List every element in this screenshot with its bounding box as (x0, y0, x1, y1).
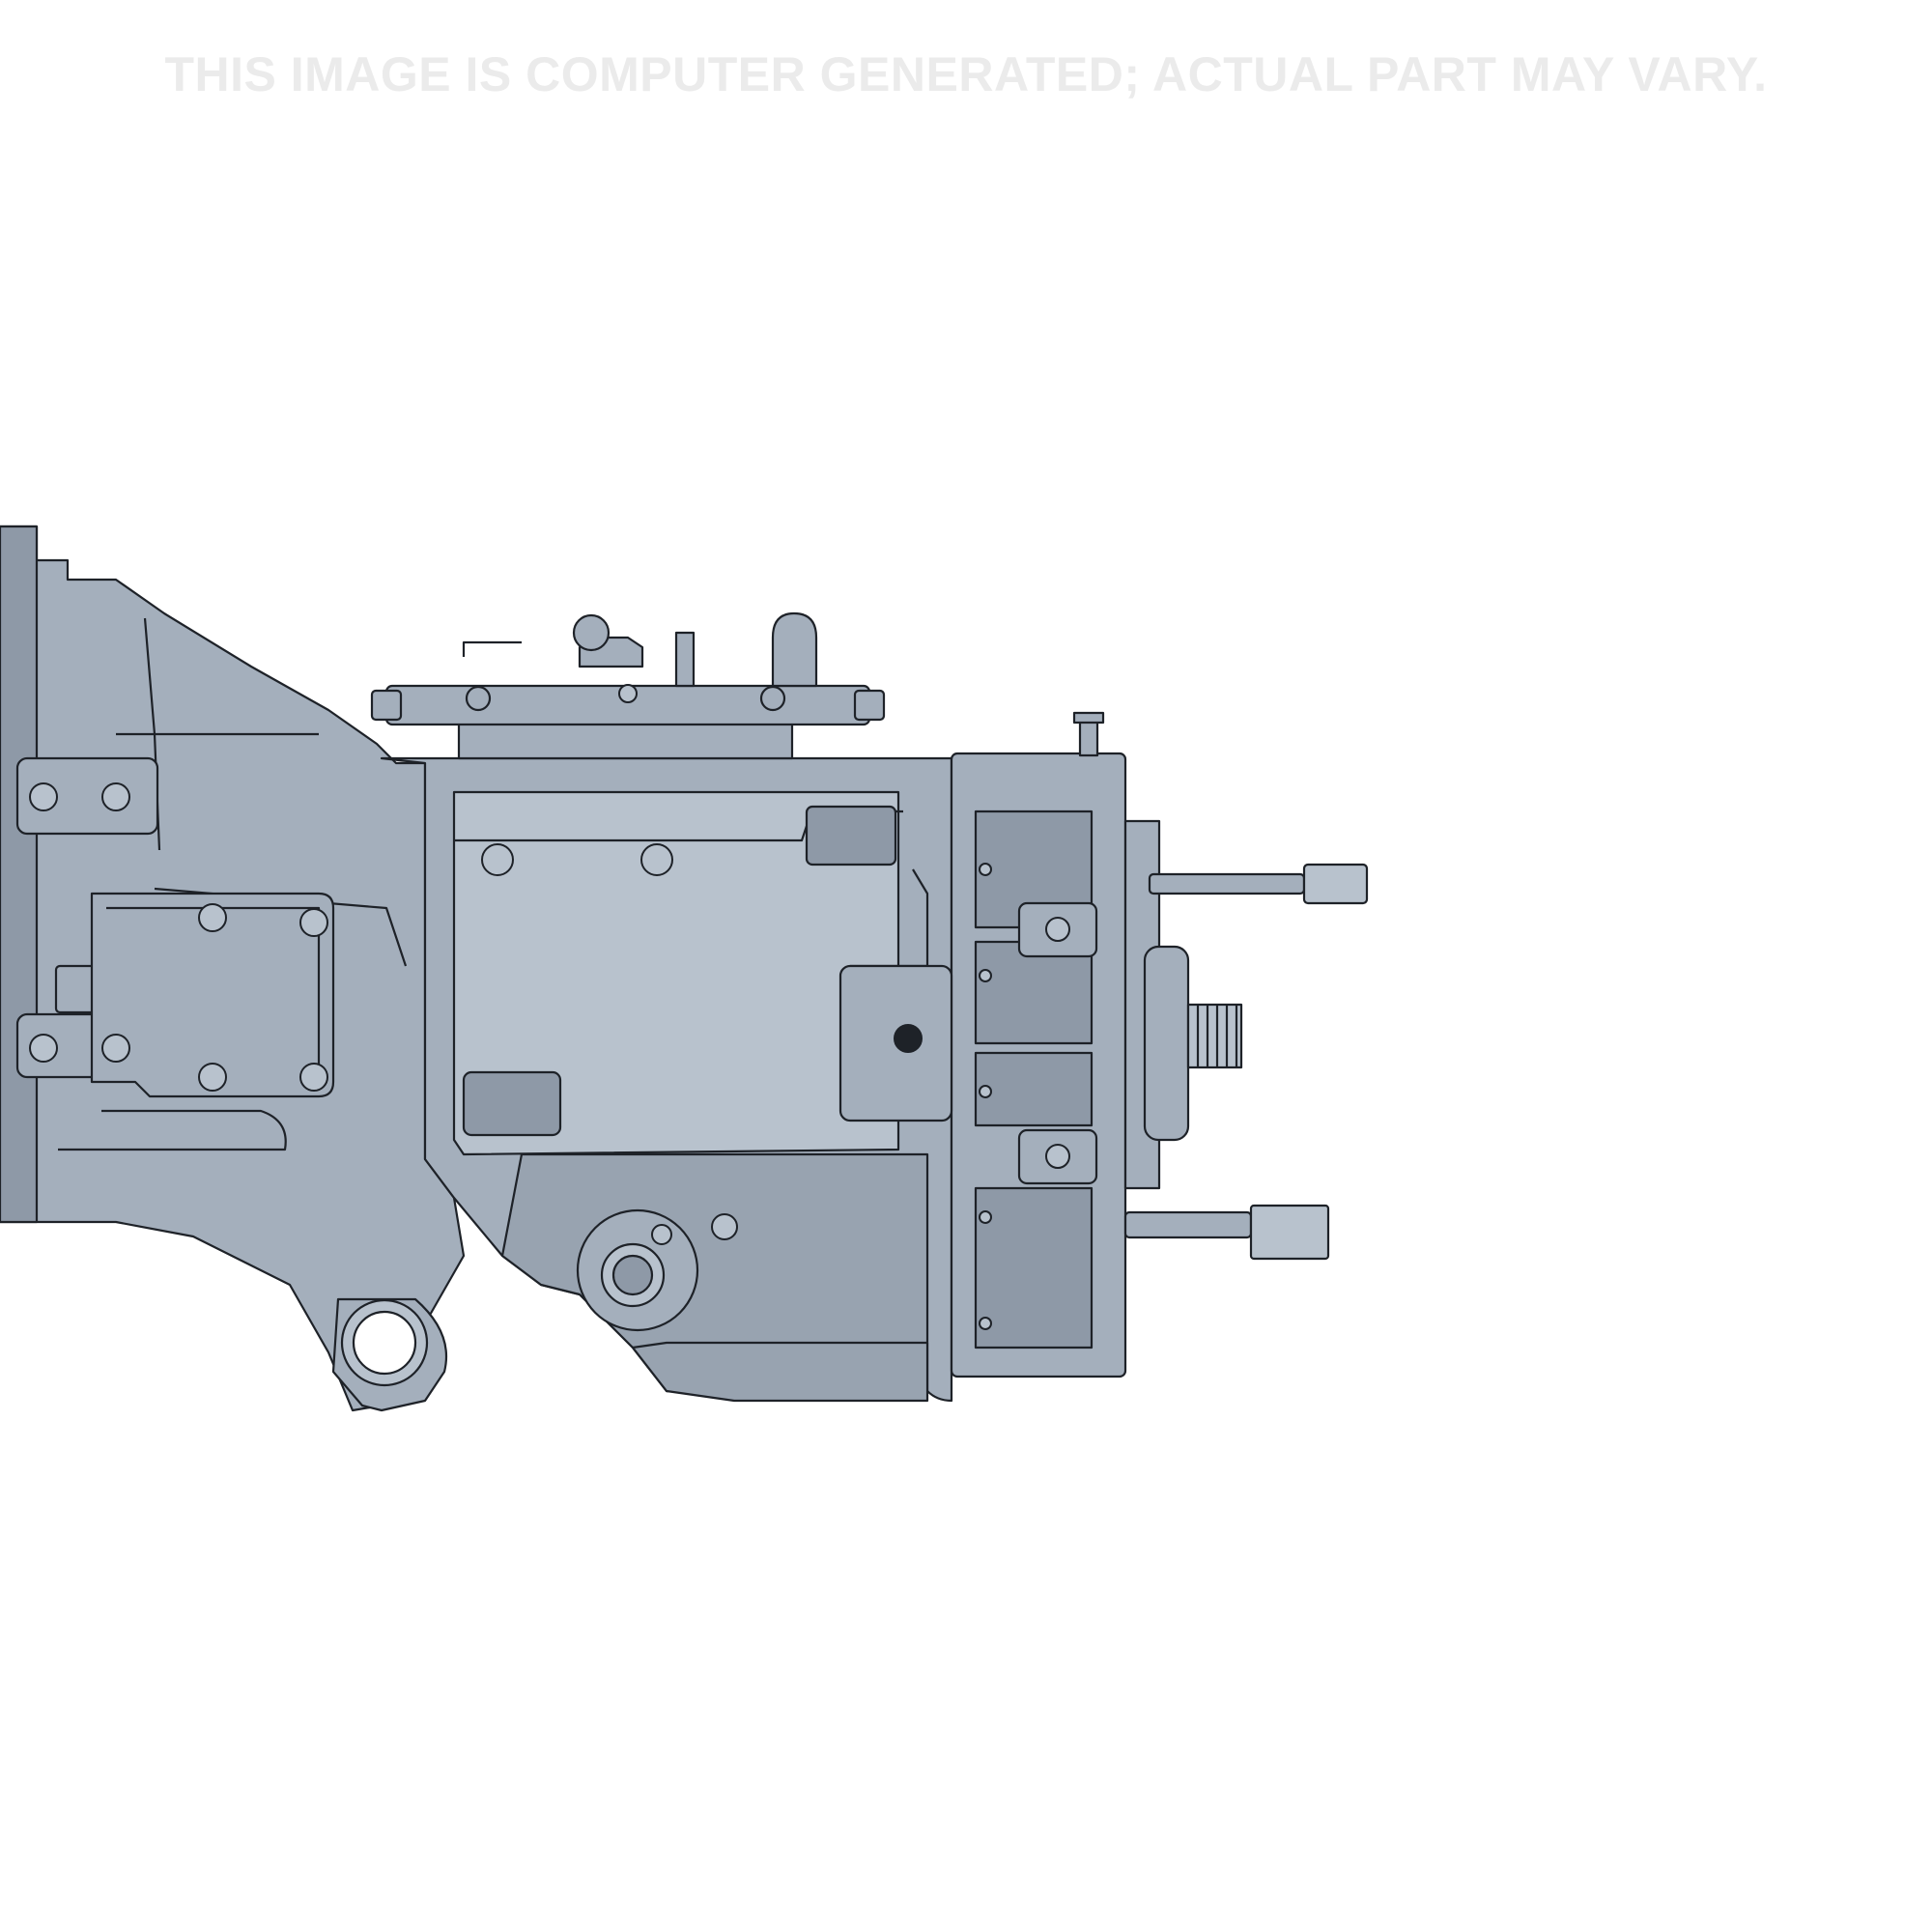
rear-flange-ribs (974, 810, 1094, 1350)
bolt-icon (618, 684, 638, 703)
bolt-icon (1045, 1144, 1070, 1169)
lower-shaft-end (1249, 1204, 1330, 1261)
bolt-icon (979, 1085, 992, 1098)
output-spline-teeth (1196, 1005, 1238, 1067)
bolt-icon (979, 1210, 992, 1224)
bolt-icon (29, 1034, 58, 1063)
bolt-icon (481, 843, 514, 876)
bolt-icon (299, 908, 328, 937)
bolt-icon (979, 1317, 992, 1330)
bolt-icon (979, 863, 992, 876)
output-housing (1143, 945, 1190, 1142)
fitting-knob (572, 613, 611, 652)
boss-plate-upper (15, 756, 159, 836)
bolt-icon (711, 1213, 738, 1240)
top-rail-left-cap (370, 689, 403, 722)
disclaimer-watermark: THIS IMAGE IS COMPUTER GENERATED; ACTUAL… (164, 47, 1768, 101)
bell-flange (0, 525, 39, 1224)
bell-cover-channel (58, 906, 321, 1151)
top-boss-right (759, 685, 786, 712)
bolt-icon (29, 782, 58, 811)
top-boss-left (465, 685, 492, 712)
bolt-icon (979, 969, 992, 982)
bottom-belly (631, 1341, 929, 1403)
upper-rod-spline (1302, 863, 1369, 905)
rear-top-stud-cap (1072, 711, 1105, 724)
sensor (674, 631, 696, 688)
vent-dome (771, 611, 818, 688)
bolt-icon (198, 1063, 227, 1092)
bolt-icon (299, 1063, 328, 1092)
bolt-icon (101, 1034, 130, 1063)
cam-hole (611, 1254, 654, 1296)
bolt-icon (651, 1224, 672, 1245)
upper-rod (1148, 872, 1306, 895)
pocket-lower (462, 1070, 562, 1137)
bolt-icon (1045, 917, 1070, 942)
bell-top-cover (90, 892, 335, 1098)
mount-hole (352, 1310, 417, 1376)
output-spline (1186, 1003, 1243, 1069)
bolt-icon (894, 1024, 923, 1053)
lower-shaft (1123, 1210, 1253, 1239)
bolt-icon (198, 903, 227, 932)
bolt-icon (101, 782, 130, 811)
top-rail-right-cap (853, 689, 886, 722)
pocket-upper (805, 805, 897, 867)
main-case-upper-panel (452, 790, 900, 1156)
bolt-icon (640, 843, 673, 876)
bracket-left (462, 640, 522, 657)
